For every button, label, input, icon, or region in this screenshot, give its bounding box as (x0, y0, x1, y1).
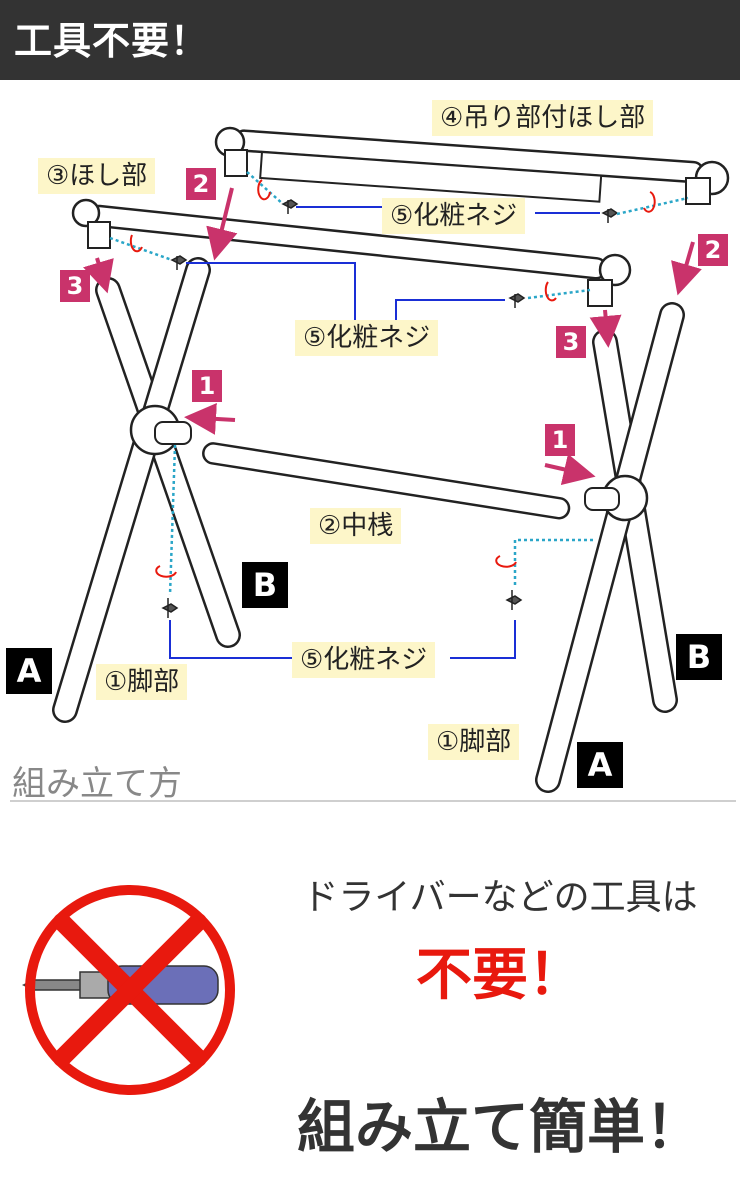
label-leg-left: ①脚部 (96, 664, 188, 700)
end-badge-b-left: B (242, 562, 288, 608)
label-screw-middle: ⑤化粧ネジ (295, 320, 439, 356)
left-legs (52, 257, 241, 723)
label-hanging-bar: ④吊り部付ほし部 (432, 100, 654, 136)
no-tools-icon (20, 880, 240, 1100)
label-drying-bar: ③ほし部 (38, 158, 156, 194)
end-badge-b-right: B (676, 634, 722, 680)
right-legs (535, 302, 685, 793)
drying-bar (71, 198, 632, 307)
step-arrows (83, 187, 702, 486)
message-easy-assembly: 組み立て簡単！ (296, 1093, 703, 1161)
step-badge-3-left: 3 (60, 270, 90, 302)
end-badge-a-left: A (6, 648, 52, 694)
label-middle-bar: ②中桟 (310, 508, 402, 544)
hanging-bar (214, 126, 730, 205)
message-tools: ドライバーなどの工具は (302, 877, 698, 918)
end-badge-a-right: A (577, 742, 623, 788)
label-leg-right: ①脚部 (428, 724, 520, 760)
step-badge-1-left: 1 (192, 370, 222, 402)
rotation-arrows (129, 179, 656, 578)
label-screw-bottom: ⑤化粧ネジ (292, 642, 436, 678)
section-title: 組み立て方 (12, 764, 182, 804)
screw-icons (161, 199, 619, 618)
step-badge-2-left: 2 (186, 168, 216, 200)
header-title: 工具不要！ (14, 19, 210, 63)
middle-bar (202, 442, 571, 520)
assembly-drawing (52, 126, 730, 793)
assembly-diagram: ④吊り部付ほし部 ③ほし部 ⑤化粧ネジ ⑤化粧ネジ ②中桟 ⑤化粧ネジ ①脚部 … (0, 80, 740, 800)
leader-lines (169, 206, 600, 659)
message-not-needed: 不要！ (416, 943, 584, 1008)
step-badge-2-right: 2 (698, 234, 728, 266)
step-badge-1-right: 1 (545, 424, 575, 456)
prohibited-icon (25, 885, 235, 1095)
header-bar: 工具不要！ (0, 0, 740, 80)
section-divider (10, 800, 736, 802)
label-screw-top: ⑤化粧ネジ (382, 198, 526, 234)
step-badge-3-right: 3 (556, 326, 586, 358)
